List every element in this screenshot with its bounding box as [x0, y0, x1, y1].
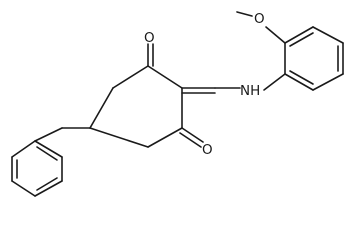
oxygen-methoxy-label: O	[254, 11, 265, 27]
nh-label: NH	[240, 83, 260, 99]
phenyl-ring	[11, 127, 63, 197]
methoxy-group	[236, 11, 286, 44]
chemical-structure: O O O NH	[11, 11, 344, 197]
methoxyphenyl-ring	[284, 26, 344, 91]
oxygen-top-label: O	[144, 30, 155, 46]
carbonyl-top	[147, 43, 154, 67]
cyclohexanedione-ring	[89, 65, 183, 148]
carbonyl-bottom	[179, 127, 204, 148]
nh-aryl-bond	[263, 73, 286, 91]
exocyclic-double-bond	[181, 87, 216, 94]
oxygen-bottom-label: O	[202, 142, 213, 158]
